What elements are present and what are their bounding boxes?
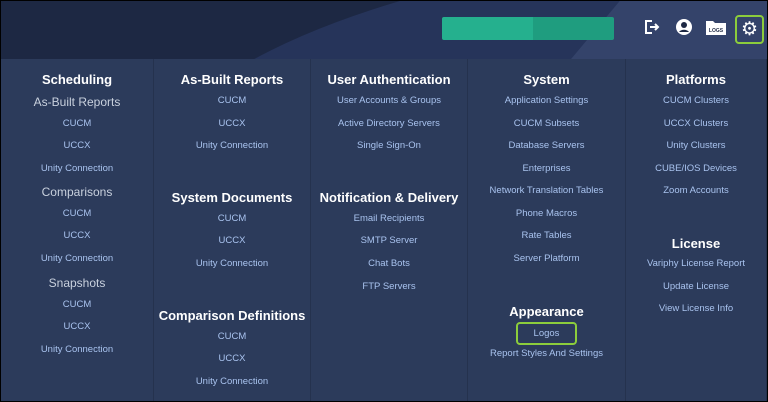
subsection-heading: Snapshots bbox=[48, 276, 106, 290]
menu-link[interactable]: CUCM bbox=[62, 299, 92, 310]
menu-link[interactable]: UCCX bbox=[218, 118, 246, 129]
menu-link[interactable]: CUCM bbox=[217, 331, 247, 342]
menu-link[interactable]: Single Sign-On bbox=[357, 140, 421, 151]
menu-link[interactable]: Enterprises bbox=[522, 163, 571, 174]
menu-link[interactable]: Update License bbox=[662, 281, 730, 292]
gear-icon[interactable]: ⚙ bbox=[735, 15, 764, 44]
menu-link[interactable]: Rate Tables bbox=[521, 230, 572, 241]
menu-link[interactable]: Email Recipients bbox=[353, 213, 425, 224]
menu-link[interactable]: Unity Clusters bbox=[666, 140, 726, 151]
menu-link[interactable]: View License Info bbox=[658, 303, 734, 314]
section-heading: Platforms bbox=[666, 72, 726, 87]
menu-link[interactable]: UCCX bbox=[63, 140, 91, 151]
menu-link[interactable]: Database Servers bbox=[508, 140, 585, 151]
menu-link[interactable]: UCCX bbox=[218, 353, 246, 364]
menu-link[interactable]: Network Translation Tables bbox=[489, 185, 604, 196]
menu-link[interactable]: SMTP Server bbox=[360, 235, 418, 246]
menu-link[interactable]: UCCX bbox=[218, 235, 246, 246]
menu-link[interactable]: Unity Connection bbox=[195, 376, 269, 387]
menu-link[interactable]: CUCM Subsets bbox=[513, 118, 580, 129]
menu-link[interactable]: Unity Connection bbox=[195, 258, 269, 269]
svg-text:LOGS: LOGS bbox=[709, 28, 724, 34]
menu-link[interactable]: UCCX bbox=[63, 230, 91, 241]
section-heading: System Documents bbox=[171, 190, 293, 205]
menu-link[interactable]: Application Settings bbox=[504, 95, 589, 106]
menu-link[interactable]: CUBE/IOS Devices bbox=[655, 163, 737, 174]
menu-link[interactable]: CUCM bbox=[62, 118, 92, 129]
menu-link[interactable]: Unity Connection bbox=[40, 253, 114, 264]
section-heading: Scheduling bbox=[41, 72, 113, 87]
progress-bar bbox=[442, 17, 614, 40]
selected-link[interactable]: Logos bbox=[515, 322, 578, 345]
subsection-heading: Comparisons bbox=[41, 185, 113, 199]
menu-link[interactable]: Report Styles And Settings bbox=[489, 348, 603, 359]
menu-link[interactable]: User Accounts & Groups bbox=[336, 95, 442, 106]
section-heading: Comparison Definitions bbox=[158, 308, 306, 323]
menu-link[interactable]: FTP Servers bbox=[362, 281, 416, 292]
menu-link-logos[interactable]: Logos bbox=[468, 322, 625, 345]
header: LOGS ⚙ bbox=[1, 1, 767, 59]
section-heading: User Authentication bbox=[327, 72, 451, 87]
section-heading: Appearance bbox=[509, 304, 584, 319]
menu-link[interactable]: CUCM bbox=[62, 208, 92, 219]
menu-link[interactable]: CUCM bbox=[217, 213, 247, 224]
section-heading: As-Built Reports bbox=[180, 72, 284, 87]
menu-link[interactable]: Unity Connection bbox=[195, 140, 269, 151]
menu-link[interactable]: UCCX bbox=[63, 321, 91, 332]
user-icon[interactable] bbox=[673, 16, 695, 38]
section-heading: License bbox=[671, 236, 721, 251]
section-heading: System bbox=[523, 72, 570, 87]
menu-link[interactable]: CUCM Clusters bbox=[663, 95, 729, 106]
logout-icon[interactable] bbox=[641, 16, 663, 38]
menu-link[interactable]: Server Platform bbox=[513, 253, 580, 264]
menu-link[interactable]: Variphy License Report bbox=[646, 258, 746, 269]
menu-link[interactable]: Phone Macros bbox=[515, 208, 578, 219]
logs-icon[interactable]: LOGS bbox=[705, 16, 727, 38]
subsection-heading: As-Built Reports bbox=[33, 95, 121, 109]
menu-link[interactable]: Unity Connection bbox=[40, 163, 114, 174]
menu-link[interactable]: UCCX Clusters bbox=[663, 118, 729, 129]
section-heading: Notification & Delivery bbox=[319, 190, 459, 205]
menu-link[interactable]: Unity Connection bbox=[40, 344, 114, 355]
menu-link[interactable]: CUCM bbox=[217, 95, 247, 106]
menu-link[interactable]: Zoom Accounts bbox=[663, 185, 729, 196]
menu-link[interactable]: Chat Bots bbox=[368, 258, 410, 269]
menu-link[interactable]: Active Directory Servers bbox=[338, 118, 440, 129]
